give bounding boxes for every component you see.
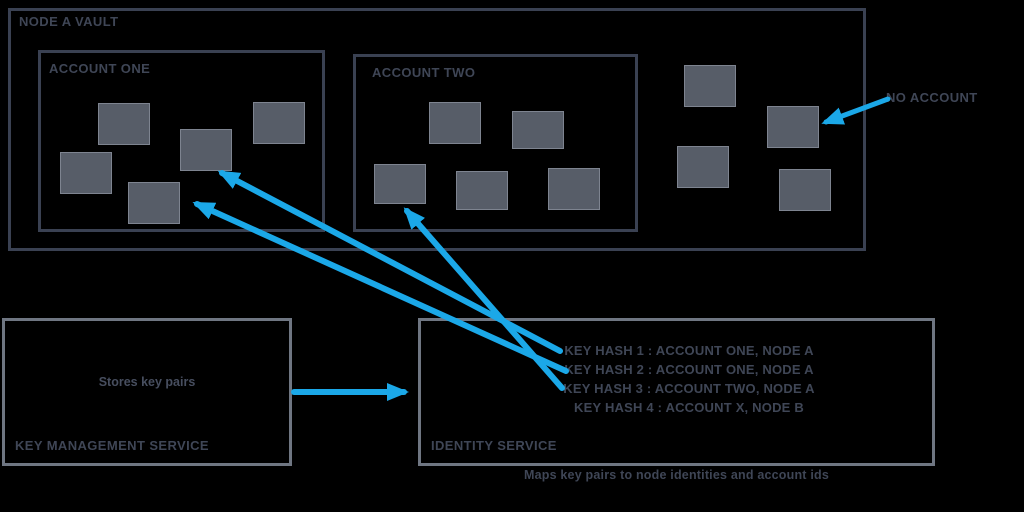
identity-entry: KEY HASH 1 : ACCOUNT ONE, NODE A (564, 343, 814, 358)
state-box (767, 106, 819, 148)
identity-entry: KEY HASH 2 : ACCOUNT ONE, NODE A (564, 362, 814, 377)
state-box (548, 168, 600, 210)
state-box (374, 164, 426, 204)
identity-entry: KEY HASH 4 : ACCOUNT X, NODE B (574, 400, 804, 415)
key-management-service-box: Stores key pairs KEY MANAGEMENT SERVICE (2, 318, 292, 466)
state-box (128, 182, 180, 224)
state-box (98, 103, 150, 145)
vault-title: NODE A VAULT (19, 14, 119, 29)
account-two-title: ACCOUNT TWO (372, 65, 476, 80)
state-box (684, 65, 736, 107)
identity-service-box: KEY HASH 1 : ACCOUNT ONE, NODE A KEY HAS… (418, 318, 935, 466)
identity-entry: KEY HASH 3 : ACCOUNT TWO, NODE A (563, 381, 815, 396)
kms-note: Stores key pairs (98, 375, 196, 389)
diagram-caption: Maps key pairs to node identities and ac… (523, 468, 829, 482)
state-box (677, 146, 729, 188)
state-box (180, 129, 232, 171)
state-box (429, 102, 481, 144)
account-one-title: ACCOUNT ONE (49, 61, 151, 76)
no-account-label: NO ACCOUNT (886, 90, 978, 105)
state-box (779, 169, 831, 211)
identity-title: IDENTITY SERVICE (431, 438, 557, 453)
state-box (253, 102, 305, 144)
kms-title: KEY MANAGEMENT SERVICE (15, 438, 209, 453)
account-one-box: ACCOUNT ONE (38, 50, 325, 232)
state-box (60, 152, 112, 194)
identity-entries: KEY HASH 1 : ACCOUNT ONE, NODE A KEY HAS… (535, 341, 843, 417)
state-box (456, 171, 508, 210)
state-box (512, 111, 564, 149)
